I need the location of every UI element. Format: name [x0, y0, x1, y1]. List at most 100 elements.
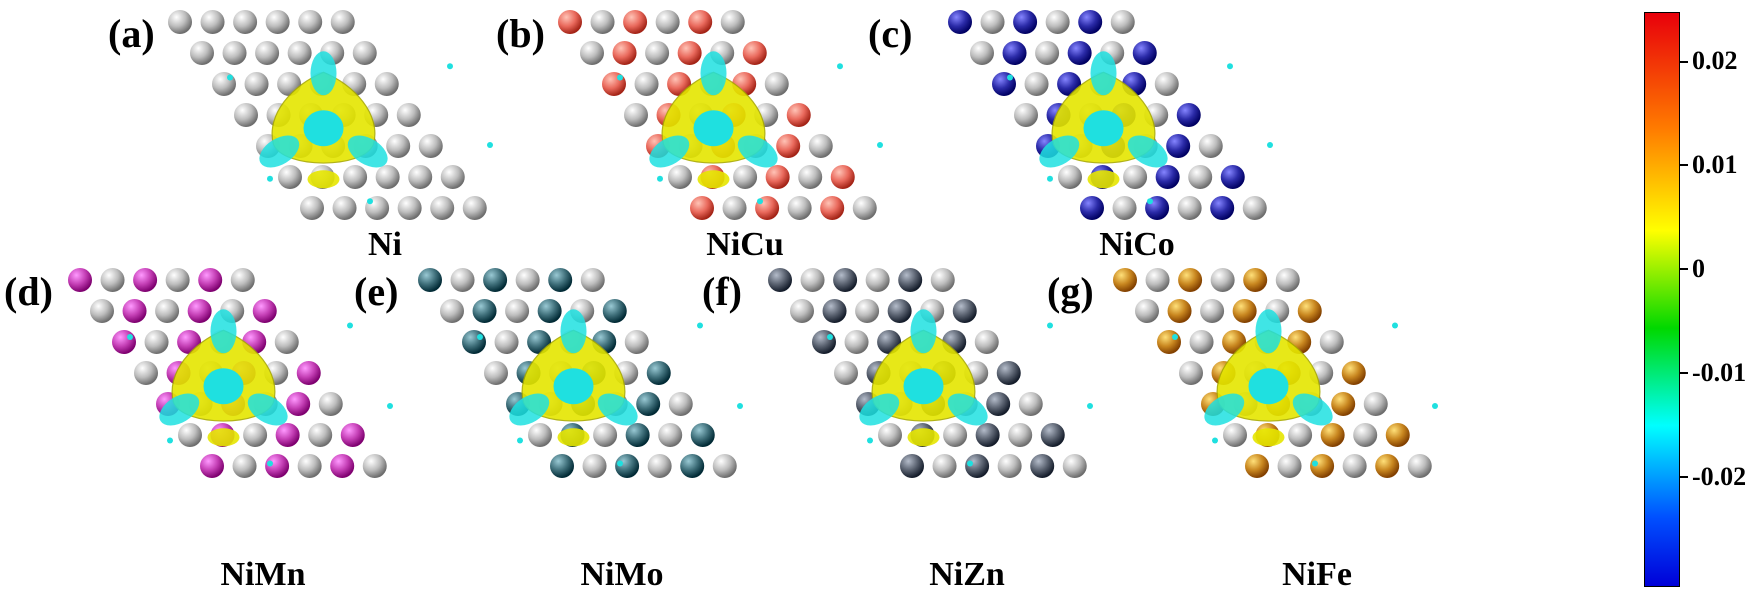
ni-atom [1363, 392, 1388, 416]
dopant-atom [187, 299, 212, 323]
dopant-atom [992, 72, 1016, 96]
dopant-atom [677, 41, 702, 65]
ni-atom [1112, 196, 1137, 220]
dopant-atom [548, 268, 573, 292]
charge-density-isosurface [1204, 309, 1333, 447]
dopant-atom [900, 454, 924, 478]
panel-b-structure [558, 10, 883, 220]
dopant-atom [1320, 423, 1345, 447]
ni-atom [343, 165, 368, 189]
ni-atom [647, 454, 672, 478]
ni-atom [878, 423, 902, 447]
dopant-atom [1243, 268, 1268, 292]
charge-density-isosurface [649, 51, 778, 189]
charge-density-isosurface [509, 309, 638, 447]
ni-atom [1210, 268, 1235, 292]
ni-atom [787, 196, 812, 220]
charge-depletion-blob [1392, 322, 1398, 329]
ni-atom [397, 196, 422, 220]
charge-depletion-blob [347, 322, 353, 329]
ni-atom [580, 268, 605, 292]
ni-atom [1123, 165, 1148, 189]
dopant-atom [1331, 392, 1356, 416]
ni-atom [1275, 268, 1300, 292]
dopant-atom [986, 392, 1011, 416]
ni-atom [255, 41, 280, 65]
charge-depletion-blob [617, 74, 623, 81]
ni-atom [943, 423, 968, 447]
ni-atom [865, 268, 890, 292]
ni-atom [330, 10, 355, 34]
ni-atom [808, 134, 833, 158]
charge-depletion-blob [1047, 322, 1053, 329]
ni-atom [930, 268, 955, 292]
charge-depletion-blob [617, 460, 623, 467]
charge-depletion-blob [867, 437, 873, 444]
ni-atom [287, 41, 312, 65]
dopant-atom [200, 454, 224, 478]
ni-atom [178, 423, 202, 447]
ni-atom [318, 392, 343, 416]
charge-depletion-blob [1267, 142, 1273, 148]
dopant-atom [833, 268, 858, 292]
ni-atom [1179, 361, 1203, 385]
charge-depletion-blob [167, 437, 173, 444]
dopant-atom [1132, 41, 1157, 65]
ni-atom [100, 268, 125, 292]
panel-g [1095, 268, 1495, 498]
dopant-atom [112, 330, 136, 354]
ni-atom [668, 165, 692, 189]
ni-atom [494, 330, 519, 354]
dopant-atom [472, 299, 497, 323]
ni-atom [212, 72, 236, 96]
charge-density-isosurface [859, 309, 988, 447]
ni-atom [1198, 134, 1223, 158]
panel-f [750, 268, 1150, 498]
ni-atom [1188, 165, 1213, 189]
ni-atom [386, 134, 411, 158]
dopant-atom [286, 392, 311, 416]
ni-atom [274, 330, 299, 354]
dopant-atom [1166, 134, 1191, 158]
ni-atom [1407, 454, 1432, 478]
charge-density-isosurface [1039, 51, 1168, 189]
ni-atom [418, 134, 443, 158]
charge-depletion-blob [1432, 403, 1438, 409]
ni-atom [1353, 423, 1378, 447]
ni-atom [374, 72, 399, 96]
charge-density-isosurface [259, 51, 388, 189]
panel-b [540, 10, 940, 235]
charge-depletion-blob [1047, 175, 1053, 182]
ni-atom [1024, 72, 1049, 96]
panel-d-label: (d) [4, 269, 53, 314]
charge-depletion-blob [267, 175, 273, 182]
panel-f-label: (f) [702, 269, 742, 314]
dopant-atom [340, 423, 365, 447]
ni-atom [593, 423, 618, 447]
charge-depletion-blob [1312, 460, 1318, 467]
ni-atom [1154, 72, 1179, 96]
ni-atom [624, 330, 649, 354]
charge-depletion-blob [387, 403, 393, 409]
dopant-atom [296, 361, 321, 385]
ni-atom [855, 299, 880, 323]
dopant-atom [602, 299, 627, 323]
dopant-atom [122, 299, 147, 323]
panel-a-structure [168, 10, 493, 220]
ni-atom [430, 196, 455, 220]
panel-g-structure [1113, 268, 1438, 478]
ni-atom [90, 299, 114, 323]
ni-atom [800, 268, 825, 292]
ni-atom [580, 41, 604, 65]
panel-b-material: NiCu [706, 226, 784, 263]
ni-atom [233, 10, 258, 34]
ni-atom [332, 196, 357, 220]
charge-depletion-blob [837, 63, 843, 70]
panel-e-label: (e) [354, 269, 399, 314]
ni-atom [590, 10, 615, 34]
panel-c [930, 10, 1330, 235]
charge-depletion-blob [737, 403, 743, 409]
ni-atom [505, 299, 530, 323]
ni-atom [484, 361, 508, 385]
charge-depletion-blob [447, 63, 453, 70]
